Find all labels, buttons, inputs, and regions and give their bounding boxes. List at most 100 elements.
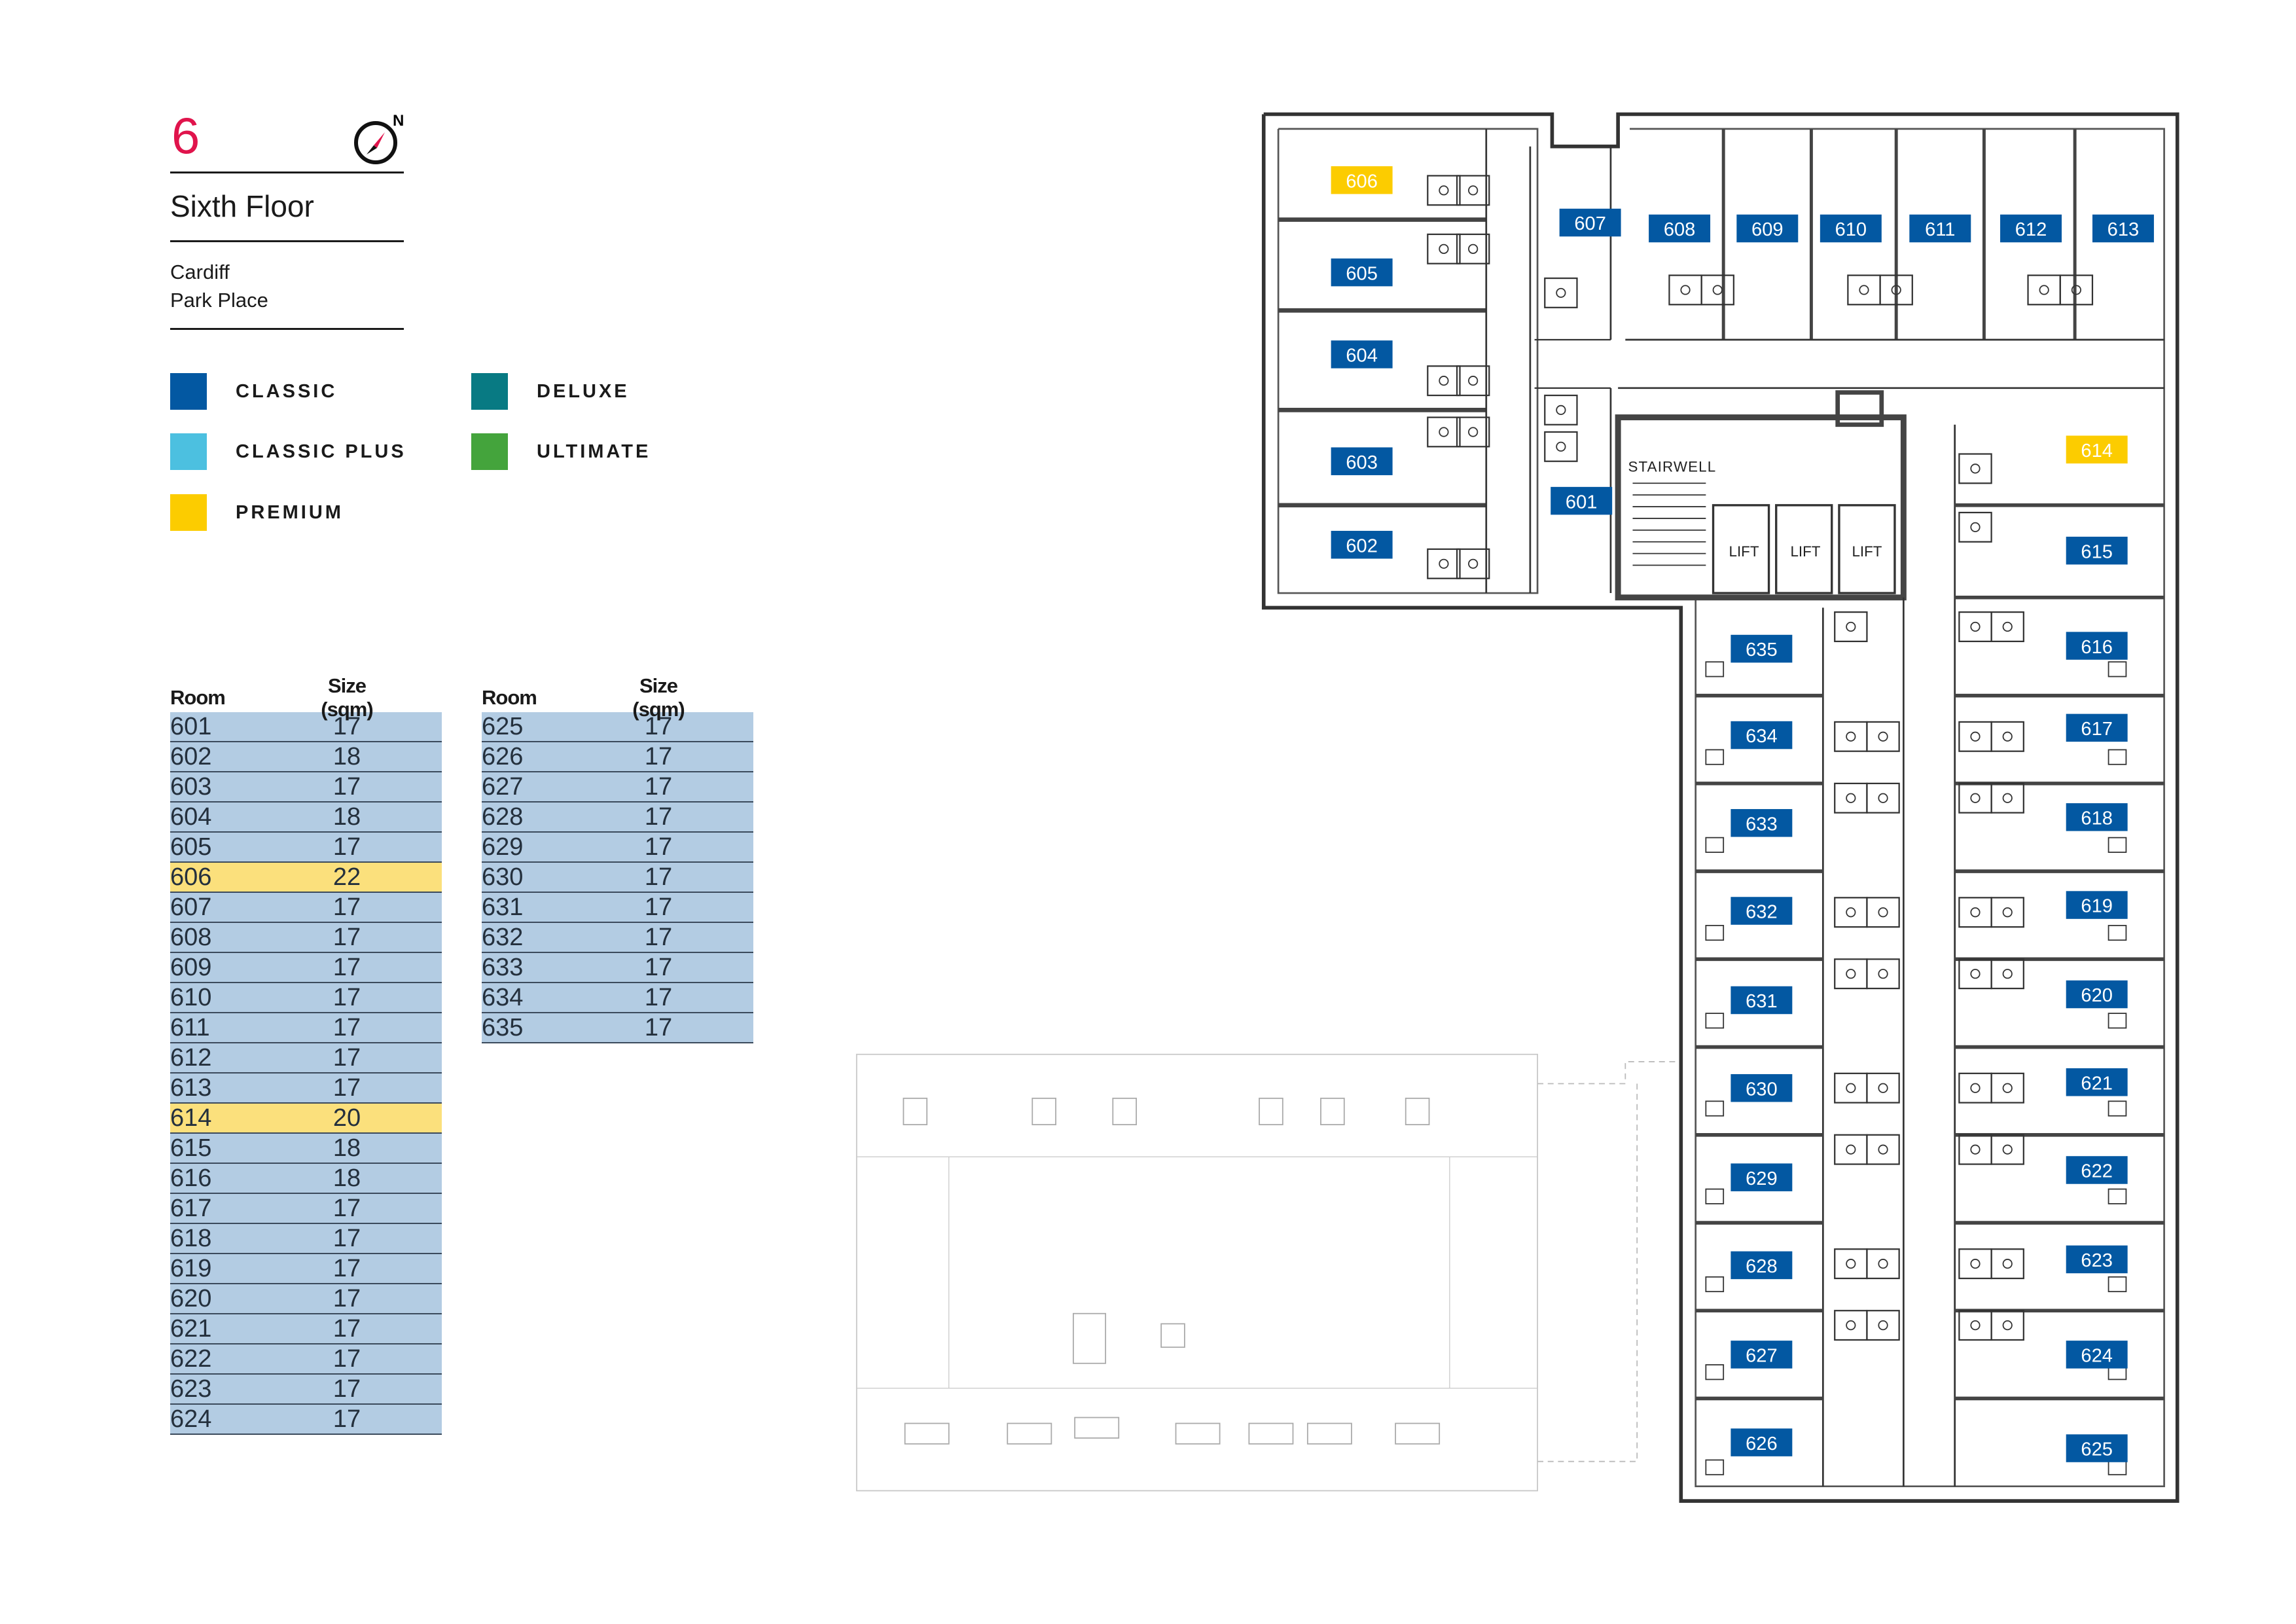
desk [2108, 1188, 2127, 1204]
toilet-icon [1878, 1259, 1888, 1269]
room-label-605: 605 [1346, 263, 1378, 284]
bathroom-pod [2027, 274, 2061, 306]
room-size: 22 [332, 863, 361, 891]
room-number: 624 [170, 1405, 212, 1433]
room-number: 603 [170, 772, 212, 801]
room-size: 17 [332, 833, 361, 861]
desk [1705, 1459, 1725, 1475]
room-label-633: 633 [1746, 814, 1778, 835]
toilet-icon [2002, 1083, 2013, 1093]
bathroom-pod [1866, 721, 1900, 752]
room-tag-630 [1731, 1074, 1793, 1102]
room-label-609: 609 [1751, 219, 1784, 240]
bathroom-pod [1668, 274, 1702, 306]
room-tag-604 [1331, 340, 1393, 369]
room-number: 608 [170, 923, 212, 951]
toilet-icon [1970, 463, 1981, 474]
toilet-icon [2002, 969, 2013, 979]
room-tag-634 [1731, 721, 1793, 749]
toilet-icon [1439, 376, 1449, 386]
lift-shaft [1838, 504, 1896, 594]
room-size: 17 [644, 893, 673, 921]
bathroom-pod [1456, 416, 1490, 448]
room-label-616: 616 [2081, 637, 2113, 658]
toilet-icon [1680, 285, 1691, 295]
room-number: 623 [170, 1375, 212, 1403]
room-tag-633 [1731, 809, 1793, 837]
toilet-icon [1468, 244, 1479, 254]
toilet-icon [1556, 405, 1566, 416]
room-size: 17 [644, 953, 673, 981]
room-label-618: 618 [2081, 808, 2113, 829]
bathroom-pod [1866, 897, 1900, 928]
room-size: 17 [332, 893, 361, 921]
room-number: 613 [170, 1074, 212, 1102]
toilet-icon [1846, 1320, 1856, 1331]
skylight [1259, 1097, 1283, 1126]
table-row: 613 17 [170, 1074, 442, 1104]
address-city: Cardiff [170, 261, 230, 283]
bathroom-pod [1866, 1310, 1900, 1341]
room-tag-610 [1820, 214, 1882, 243]
toilet-icon [2002, 731, 2013, 742]
room-label-612: 612 [2015, 219, 2047, 240]
room-size: 17 [332, 1043, 361, 1072]
bathroom-pod [1834, 1310, 1868, 1341]
toilet-icon [1846, 1083, 1856, 1093]
room-number: 617 [170, 1194, 212, 1222]
toilet-icon [1970, 1259, 1981, 1269]
room-tag-626 [1731, 1428, 1793, 1456]
room-number: 614 [170, 1104, 212, 1132]
link-dashed [1537, 1083, 1638, 1462]
divider [170, 328, 404, 330]
link-dashed [1537, 1061, 1681, 1085]
lift-shaft [1775, 504, 1833, 594]
room-tag-613 [2092, 214, 2154, 243]
toilet-icon [1468, 427, 1479, 437]
room-number: 619 [170, 1254, 212, 1282]
desk [2108, 1013, 2127, 1029]
desk [2108, 837, 2127, 853]
skylight [1395, 1422, 1441, 1445]
legend-label: PREMIUM [236, 502, 344, 523]
desk [2108, 924, 2127, 941]
bathroom-pod [1990, 897, 2024, 928]
room-label-632: 632 [1746, 902, 1778, 923]
room-number: 621 [170, 1314, 212, 1343]
skylight [1074, 1416, 1120, 1439]
room-size: 17 [332, 983, 361, 1011]
room-tag-608 [1649, 214, 1711, 243]
bathroom-pod [1456, 233, 1490, 264]
divider [170, 171, 404, 173]
bathroom-pod [1427, 365, 1461, 397]
toilet-icon [1970, 969, 1981, 979]
legend-label: CLASSIC PLUS [236, 441, 406, 462]
room-label-620: 620 [2081, 985, 2113, 1006]
room-label-610: 610 [1835, 219, 1867, 240]
bathroom-pod [1866, 1248, 1900, 1280]
room-number: 634 [482, 983, 524, 1011]
bathroom-pod [1958, 721, 1992, 752]
toilet-icon [1468, 185, 1479, 196]
room-size: 18 [332, 803, 361, 831]
room-size: 17 [332, 1224, 361, 1252]
room-number: 635 [482, 1013, 524, 1041]
room-number: 629 [482, 833, 524, 861]
toilet-icon [1439, 558, 1449, 569]
room-size: 17 [644, 803, 673, 831]
room-label-613: 613 [2108, 219, 2140, 240]
bathroom-pod [1834, 1134, 1868, 1165]
room-number: 612 [170, 1043, 212, 1072]
room-size: 17 [332, 953, 361, 981]
room-label-621: 621 [2081, 1073, 2113, 1094]
room-size: 17 [332, 1074, 361, 1102]
